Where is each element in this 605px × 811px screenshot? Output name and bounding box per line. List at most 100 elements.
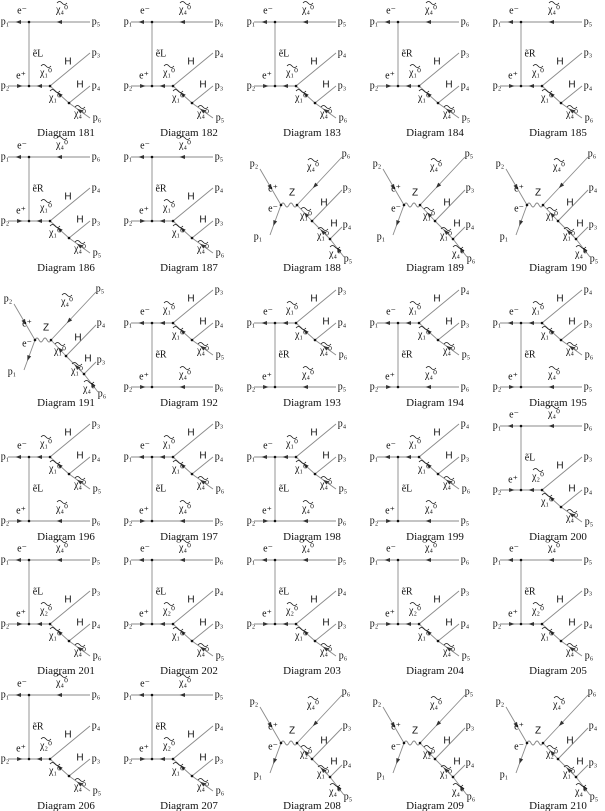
positron-label: e⁺: [16, 506, 26, 517]
arrow-icon: [56, 558, 62, 562]
vertex-dot: [190, 338, 194, 342]
vertex-dot: [67, 774, 71, 778]
incoming-line: [515, 742, 528, 774]
incoming-p1-label: p₁: [370, 17, 379, 28]
incoming-p2-label: p₂: [124, 216, 133, 227]
tilde-mark: [40, 737, 52, 741]
arrow-icon: [425, 20, 431, 24]
incoming-p1-label: p₁: [247, 17, 256, 28]
vertex-dot: [48, 455, 52, 459]
positron-label: e⁺: [508, 609, 518, 620]
neutralino1-label: χ₁⁰: [316, 231, 329, 242]
arrow-icon: [267, 183, 273, 190]
spectator-momentum-label: p₅: [215, 516, 224, 527]
diagram-caption: Diagram 184: [406, 127, 464, 139]
arrow-icon: [528, 488, 534, 492]
selectron-label: ẽR: [524, 587, 535, 598]
arrow-icon: [263, 385, 269, 389]
positron-label: e⁺: [262, 71, 272, 82]
higgs2-momentum-label: p₃: [338, 81, 347, 92]
diagram-caption: Diagram 182: [160, 127, 218, 139]
tilde-mark: [172, 224, 184, 228]
electron-label: e⁻: [386, 441, 396, 452]
higgs-label: H: [76, 753, 83, 764]
higgs2-momentum-label: p₄: [92, 81, 101, 92]
vertex-dot: [273, 558, 277, 562]
end-momentum-label: p₆: [216, 484, 225, 495]
arrow-icon: [180, 92, 186, 98]
tilde-mark: [49, 224, 61, 228]
arrow-icon: [435, 182, 442, 188]
tilde-mark: [179, 539, 191, 543]
arrow-icon: [566, 229, 572, 235]
diagram-caption: Diagram 194: [406, 397, 464, 409]
arrow-icon: [36, 455, 42, 459]
higgs2-momentum-label: p₃: [215, 216, 224, 227]
electron-label: e⁻: [22, 339, 32, 350]
end-momentum-label: p₆: [585, 113, 594, 124]
positron-label: e⁺: [385, 71, 395, 82]
incoming-p1-label: p₁: [493, 318, 502, 329]
end-momentum-label: p₅: [585, 517, 594, 528]
arrow-icon: [320, 229, 326, 235]
arrow-icon: [56, 693, 62, 697]
tilde-mark: [452, 783, 464, 787]
tilde-mark: [286, 435, 298, 439]
higgs-label: H: [320, 198, 327, 209]
tilde-mark: [40, 602, 52, 606]
neutralino-a-label: χ₁⁰: [299, 211, 312, 222]
spectator-momentum-label: p₅: [584, 17, 593, 28]
higgs1-momentum-label: p₃: [215, 285, 224, 296]
selectron-label: ẽL: [279, 587, 290, 598]
selectron-label: ẽR: [155, 350, 166, 361]
higgs-line: [65, 324, 97, 357]
arrow-icon: [386, 622, 392, 626]
neutralino4-label: χ₄⁰: [424, 370, 437, 381]
tilde-mark: [163, 64, 175, 68]
positron-label: e⁺: [139, 744, 149, 755]
vertex-dot: [27, 455, 31, 459]
arrow-icon: [443, 229, 449, 235]
vertex-dot: [150, 455, 154, 459]
higgs-line: [49, 725, 91, 760]
arrow-icon: [140, 219, 146, 223]
higgs-label: H: [199, 451, 206, 462]
neutralino4-end-label: χ₄⁰: [319, 647, 332, 658]
arrow-icon: [200, 479, 206, 485]
vertex-dot: [48, 219, 52, 223]
higgs2-momentum-label: p₄: [584, 81, 593, 92]
tilde-mark: [548, 405, 560, 409]
neutralino4-label: χ₄⁰: [178, 5, 191, 16]
diagram-caption: Diagram 185: [529, 127, 587, 139]
tilde-mark: [409, 301, 421, 305]
higgs-label: H: [556, 461, 563, 472]
propagator-line: [296, 156, 343, 206]
z-boson-line: [280, 740, 298, 746]
incoming-p1-label: p₁: [377, 232, 386, 243]
tilde-mark: [320, 105, 332, 109]
incoming-p1-label: p₁: [493, 555, 502, 566]
neutralino-a-label: χ₁⁰: [162, 68, 175, 79]
end-momentum-label: p₆: [98, 389, 107, 400]
spectator-momentum-label: p₅: [584, 555, 593, 566]
neutralino4-end-label: χ₄⁰: [574, 787, 587, 798]
neutralino1-label: χ₁⁰: [439, 769, 452, 780]
vertex-dot: [310, 219, 314, 223]
tilde-mark: [54, 342, 66, 346]
diagram-caption: Diagram 201: [37, 665, 95, 677]
vertex-dot: [433, 219, 437, 223]
higgs-line: [172, 590, 214, 625]
tilde-mark: [541, 89, 553, 93]
vertex-dot: [418, 203, 422, 207]
tilde-mark: [541, 627, 553, 631]
tilde-mark: [575, 783, 587, 787]
higgs-label: H: [433, 57, 440, 68]
neutralino-a-label: χ₂⁰: [39, 606, 52, 617]
higgs-label: H: [556, 294, 563, 305]
higgs1-momentum-label: p₄: [461, 419, 470, 430]
tilde-mark: [49, 762, 61, 766]
vertex-dot: [294, 321, 298, 325]
incoming-p1-label: p₁: [370, 452, 379, 463]
